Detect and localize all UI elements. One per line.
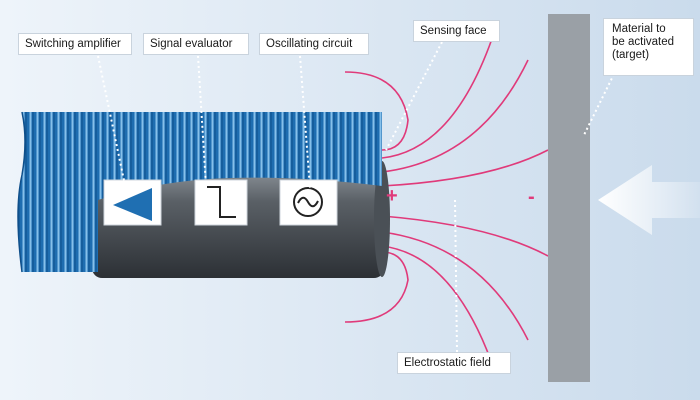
field-line-upper-1: [381, 29, 496, 159]
switching-amplifier-box: [103, 179, 162, 226]
signal-evaluator-box: [194, 179, 248, 226]
signal-evaluator-label: Signal evaluator: [143, 33, 249, 55]
electrostatic-field-label: Electrostatic field: [397, 352, 511, 374]
target-label-line: (target): [612, 49, 650, 61]
positive-charge-sign: +: [386, 185, 398, 207]
oscillating-circuit-label: Oscillating circuit: [259, 33, 369, 55]
field-line-lower-2: [381, 231, 529, 341]
field-line-loop-top: [344, 71, 409, 151]
oscillating-circuit-box: [279, 179, 338, 226]
arrow-left-icon: [598, 165, 700, 235]
field-line-loop-bottom: [344, 251, 409, 323]
field-line-lower-1: [381, 245, 496, 373]
target-label: Material to be activated (target): [603, 18, 694, 76]
target-label-line: be activated: [612, 36, 675, 48]
step-signal-icon: [207, 186, 236, 218]
triangle-amplifier-icon: [113, 188, 152, 221]
electrostatic-field-lines: [344, 29, 549, 373]
field-line-upper-3: [381, 149, 549, 187]
sine-wave-icon: [293, 187, 323, 217]
field-line-upper-2: [381, 59, 529, 173]
leader-lines: [97, 41, 615, 353]
switching-amplifier-label: Switching amplifier: [18, 33, 132, 55]
target-plate: [548, 14, 590, 382]
negative-charge-sign: -: [528, 186, 535, 208]
sensing-face-surface: [374, 161, 390, 277]
sensing-face-label: Sensing face: [413, 20, 500, 42]
target-label-line: Material to: [612, 23, 666, 35]
field-line-lower-3: [381, 215, 549, 257]
